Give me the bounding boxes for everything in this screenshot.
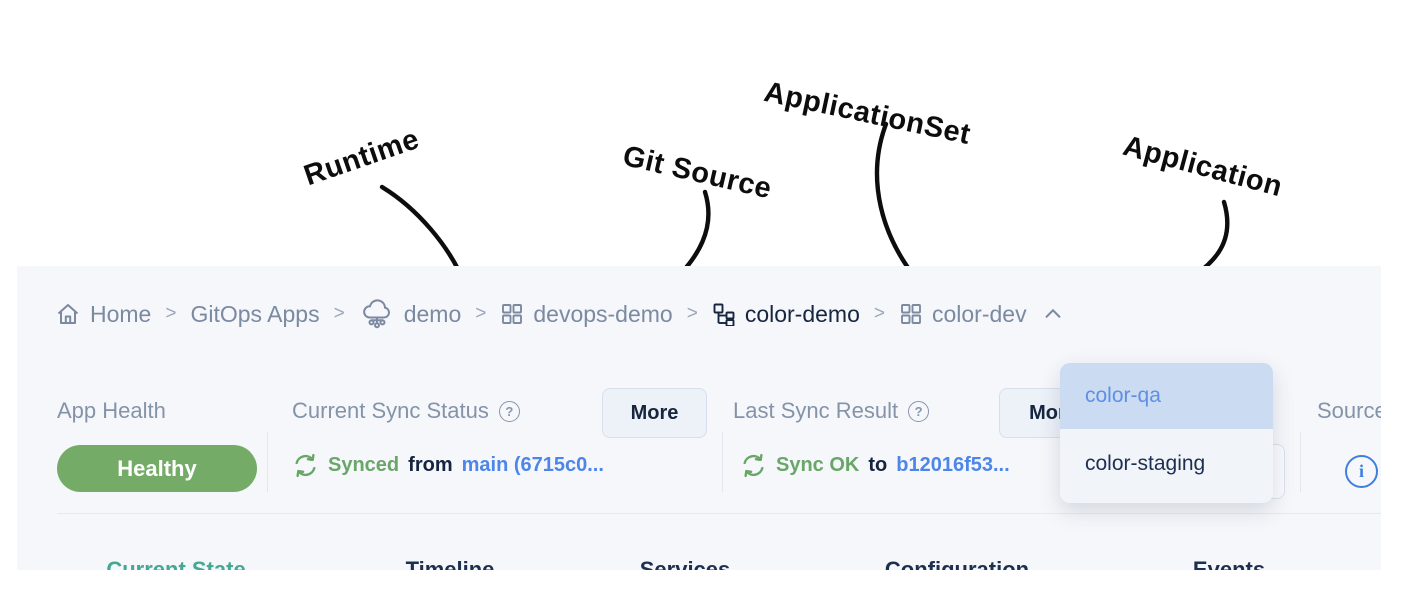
breadcrumb-label: devops-demo [533, 300, 673, 327]
annotation-runtime: Runtime [300, 123, 424, 193]
breadcrumb: Home > GitOps Apps > demo > [55, 294, 1064, 334]
application-grid-icon [500, 302, 524, 326]
runtime-icon [359, 298, 395, 330]
application-dropdown: color-qa color-staging [1060, 363, 1273, 503]
annotation-applicationset: ApplicationSet [761, 76, 974, 151]
sync-icon [740, 452, 767, 479]
chevron-up-icon[interactable] [1042, 303, 1064, 325]
breadcrumb-label: color-dev [931, 300, 1027, 327]
sync-icon [292, 452, 319, 479]
info-icon[interactable]: i [1345, 455, 1378, 488]
breadcrumb-label: color-demo [744, 300, 860, 327]
home-icon [55, 301, 81, 327]
source-label: Source [1317, 398, 1381, 423]
breadcrumb-separator: > [475, 303, 487, 324]
column-divider [267, 432, 268, 492]
breadcrumb-item-git-source-devops-demo[interactable]: devops-demo [500, 300, 673, 327]
current-sync-status-label: Current Sync Status ? [292, 398, 520, 424]
help-icon[interactable]: ? [908, 400, 930, 422]
applicationset-tree-icon [712, 302, 736, 326]
breadcrumb-item-gitops-apps[interactable]: GitOps Apps [190, 300, 320, 327]
breadcrumb-item-application-color-dev[interactable]: color-dev [899, 302, 1064, 326]
annotation-git-source: Git Source [619, 140, 775, 206]
help-icon[interactable]: ? [498, 400, 520, 422]
health-status-badge: Healthy [57, 445, 257, 492]
current-sync-more-button[interactable]: More [602, 388, 707, 438]
application-grid-icon [899, 302, 923, 326]
sync-connector-text: to [868, 454, 888, 476]
breadcrumb-separator: > [873, 303, 885, 324]
dropdown-item-color-staging[interactable]: color-staging [1085, 452, 1206, 475]
dropdown-item-color-qa[interactable]: color-qa [1060, 363, 1273, 429]
tab-events[interactable]: Events [1192, 557, 1266, 570]
sync-revision-link[interactable]: b12016f53... [896, 454, 1010, 476]
tab-timeline[interactable]: Timeline [405, 557, 495, 570]
sync-state-text: Synced [328, 454, 400, 476]
breadcrumb-label: Home [90, 300, 152, 327]
app-dashboard-panel: Home > GitOps Apps > demo > [17, 266, 1381, 570]
breadcrumb-item-home[interactable]: Home [55, 301, 151, 327]
sync-revision-link[interactable]: main (6715c0... [461, 454, 604, 476]
column-divider [722, 432, 723, 492]
tab-services[interactable]: Services [639, 557, 731, 570]
tab-current-state[interactable]: Current State [106, 557, 246, 570]
tab-configuration[interactable]: Configuration [884, 557, 1030, 570]
section-divider [57, 513, 1381, 514]
breadcrumb-separator: > [333, 303, 345, 324]
annotation-application: Application [1119, 130, 1286, 204]
app-health-label: App Health [57, 398, 166, 423]
breadcrumb-separator: > [686, 303, 698, 324]
current-sync-summary: Synced from main (6715c0... [292, 452, 604, 479]
breadcrumb-label: GitOps Apps [190, 300, 320, 327]
breadcrumb-item-runtime-demo[interactable]: demo [359, 298, 462, 330]
last-sync-result-label: Last Sync Result ? [733, 398, 930, 424]
breadcrumb-item-applicationset-color-demo[interactable]: color-demo [712, 302, 860, 326]
sync-connector-text: from [408, 454, 453, 476]
breadcrumb-separator: > [165, 303, 177, 324]
sync-state-text: Sync OK [776, 454, 860, 476]
breadcrumb-label: demo [403, 300, 462, 327]
last-sync-summary: Sync OK to b12016f53... [740, 452, 1010, 479]
column-divider [1300, 432, 1301, 492]
